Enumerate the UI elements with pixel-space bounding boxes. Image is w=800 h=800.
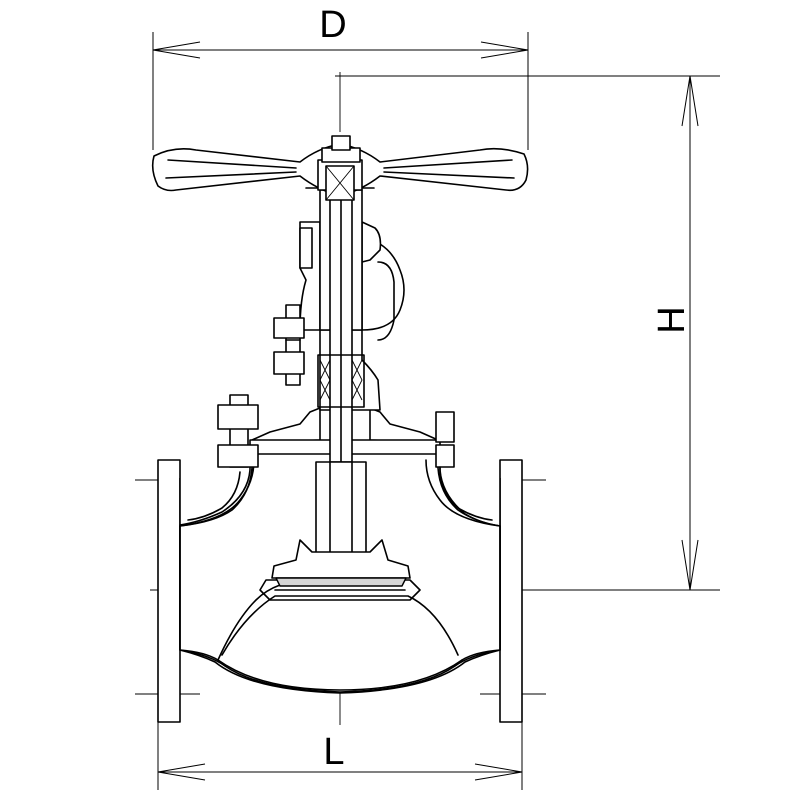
dimension-l: L bbox=[157, 705, 523, 790]
dimension-h: H bbox=[335, 75, 720, 591]
dimension-h-label: H bbox=[651, 306, 693, 333]
dimension-l-label: L bbox=[323, 731, 344, 773]
disc bbox=[271, 539, 411, 587]
right-flange bbox=[499, 459, 523, 723]
gland-bolts bbox=[217, 304, 305, 468]
left-flange bbox=[157, 459, 181, 723]
dimension-d: D bbox=[152, 4, 529, 150]
handwheel bbox=[151, 135, 529, 201]
dimension-d-label: D bbox=[319, 4, 346, 46]
